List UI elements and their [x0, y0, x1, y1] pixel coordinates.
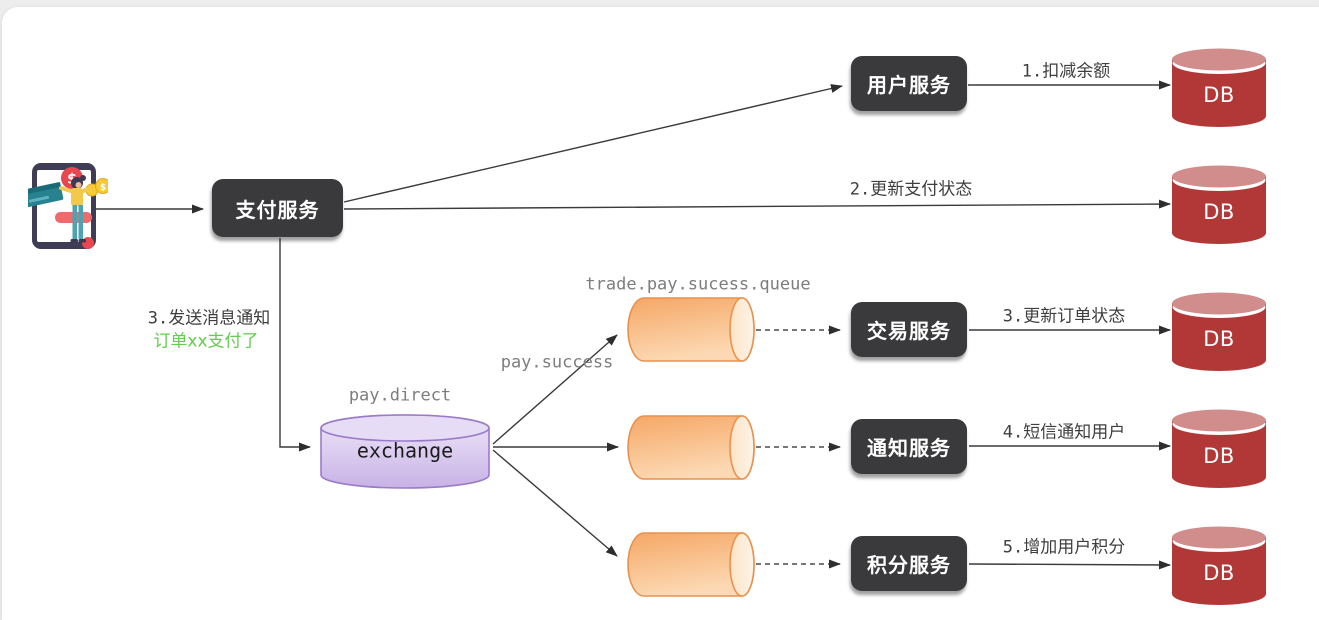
queue-cylinder-trade — [627, 297, 755, 362]
db-label-2: DB — [1203, 199, 1235, 224]
edge-label-step2: 2.更新支付状态 — [849, 179, 973, 200]
node-trade-service: 交易服务 — [851, 302, 967, 357]
db-label-4: DB — [1203, 443, 1235, 468]
queue-cylinder-notify — [627, 415, 755, 480]
queue-cylinder-points — [627, 532, 755, 597]
db-cylinder-1 — [1172, 48, 1266, 127]
arrow-payment-to-user-service — [343, 84, 843, 203]
arrow-payment-to-exchange — [279, 238, 311, 452]
credit-card-icon — [28, 182, 64, 208]
db-label-5: DB — [1203, 560, 1235, 585]
db-cylinder-3 — [1172, 292, 1266, 371]
arrow-exchange-to-queue3 — [492, 449, 618, 557]
node-notify-service: 通知服务 — [851, 419, 967, 474]
node-points-service: 积分服务 — [851, 536, 967, 591]
edge-label-step4: 4.短信通知用户 — [1002, 422, 1126, 443]
dollar-sign: $ — [67, 172, 77, 188]
exchange-label: exchange — [356, 438, 454, 463]
arrow-exchange-to-queue1 — [492, 334, 618, 445]
edge-label-send-message: 3.发送消息通知 — [147, 308, 271, 329]
node-user-service: 用户服务 — [851, 56, 967, 111]
edge-label-step5: 5.增加用户积分 — [1002, 537, 1126, 558]
mobile-payer-illustration: $ $ — [28, 163, 108, 249]
db-cylinder-2 — [1172, 165, 1266, 244]
home-dot — [82, 237, 94, 249]
edge-label-step1: 1.扣减余额 — [1021, 61, 1111, 82]
routing-key-label: pay.success — [500, 352, 614, 373]
db-label-1: DB — [1203, 82, 1235, 107]
db-cylinder-5 — [1172, 526, 1266, 605]
queue-name-label: trade.pay.sucess.queue — [585, 274, 811, 295]
db-label-3: DB — [1203, 326, 1235, 351]
arrow-payment-to-db2 — [343, 199, 1171, 210]
person-figure — [59, 175, 92, 243]
edge-label-step3: 3.更新订单状态 — [1002, 306, 1126, 327]
exchange-cylinder — [320, 414, 490, 489]
coin-icon — [95, 178, 108, 194]
arrow-points-to-db5 — [968, 560, 1171, 570]
coin-dollar-sign: $ — [100, 183, 106, 193]
node-payment-service: 支付服务 — [212, 179, 343, 237]
edge-label-order-paid: 订单xx支付了 — [153, 331, 259, 352]
exchange-name-label: pay.direct — [348, 385, 452, 406]
db-cylinder-4 — [1172, 409, 1266, 488]
